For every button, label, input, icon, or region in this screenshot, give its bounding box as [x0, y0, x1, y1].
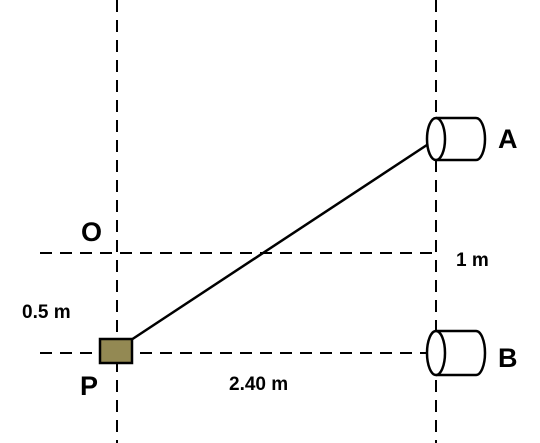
- dimension-2-40-m: 2.40 m: [229, 374, 288, 395]
- block-p: [98, 337, 134, 365]
- dimension-1-m: 1 m: [456, 250, 489, 271]
- pulley-a: [425, 116, 487, 162]
- label-a: A: [498, 124, 518, 154]
- cable-p-to-a: [130, 137, 437, 342]
- label-p: P: [80, 371, 98, 401]
- dimension-0-5-m: 0.5 m: [22, 302, 71, 323]
- label-o: O: [81, 217, 102, 247]
- pulley-b: [425, 329, 487, 377]
- label-b: B: [498, 343, 518, 373]
